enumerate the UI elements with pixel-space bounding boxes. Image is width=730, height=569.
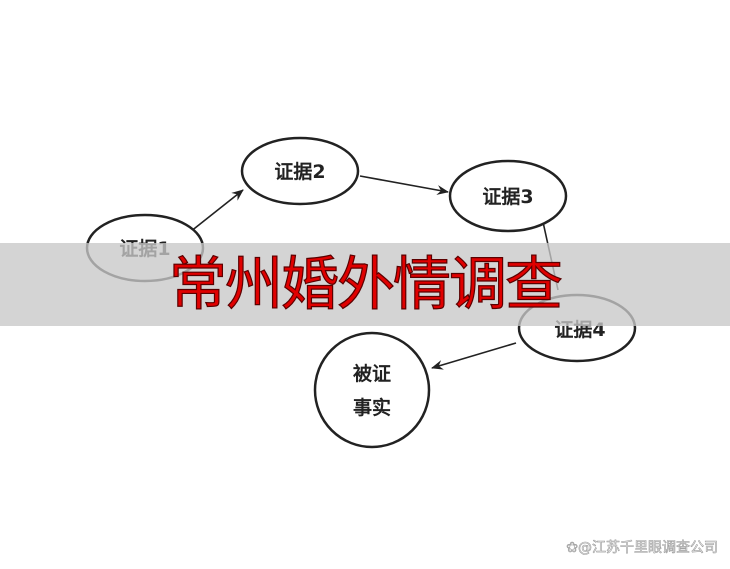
node-label: 被证 (353, 362, 391, 385)
baidu-paw-icon: ❀ (566, 540, 578, 557)
node-label: 证据2 (274, 160, 325, 183)
node-label: 证据3 (482, 185, 533, 208)
overlay-title: 常州婚外情调查 (168, 249, 563, 318)
node-proven-fact: 被证 事实 (313, 331, 431, 449)
node-label: 事实 (353, 396, 391, 419)
edge-e1-e2 (189, 189, 244, 233)
watermark: ❀@江苏千里眼调查公司 (566, 537, 718, 557)
edge-e4-fact (431, 342, 517, 370)
node-evidence-3: 证据3 (448, 159, 568, 233)
overlay-band (0, 243, 730, 326)
watermark-text: @江苏千里眼调查公司 (578, 540, 719, 557)
edge-e2-e3 (359, 175, 449, 195)
node-evidence-2: 证据2 (240, 136, 360, 206)
